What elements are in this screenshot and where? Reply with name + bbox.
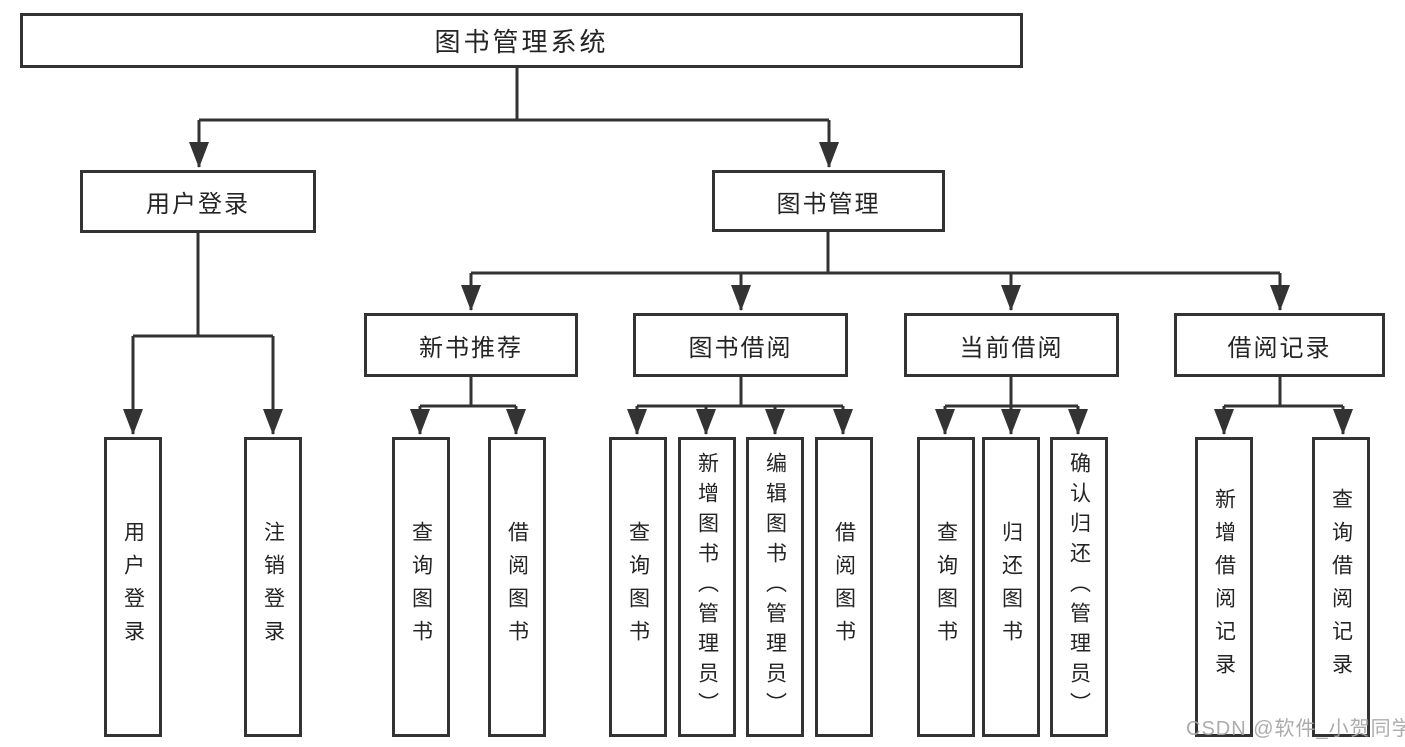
leaf-add-borrow-record-label: 新增借阅记录	[1212, 488, 1236, 686]
node-user-login-label: 用户登录	[146, 191, 250, 218]
leaf-query-books-1: 查询图书	[392, 437, 450, 737]
leaf-return-books-label: 归还图书	[999, 521, 1023, 653]
node-book-management-label: 图书管理	[776, 190, 881, 218]
leaf-confirm-return-admin: 确认归还（管理员）	[1050, 437, 1108, 737]
leaf-add-borrow-record: 新增借阅记录	[1195, 437, 1253, 737]
leaf-query-borrow-record: 查询借阅记录	[1312, 437, 1370, 737]
leaf-logout-label: 注销登录	[261, 521, 285, 653]
leaf-return-books: 归还图书	[982, 437, 1040, 737]
leaf-edit-books-admin-label: 编辑图书（管理员）	[763, 452, 787, 722]
leaf-query-borrow-record-label: 查询借阅记录	[1329, 488, 1353, 686]
node-current-borrow-label: 当前借阅	[959, 334, 1064, 362]
leaf-logout: 注销登录	[244, 437, 302, 737]
node-book-management: 图书管理	[712, 170, 945, 232]
leaf-user-login-label: 用户登录	[121, 521, 145, 653]
node-new-book-recommend: 新书推荐	[364, 313, 578, 377]
node-root-label: 图书管理系统	[434, 27, 609, 57]
node-current-borrow: 当前借阅	[904, 313, 1119, 377]
leaf-borrow-books-2-label: 借阅图书	[832, 521, 856, 653]
node-book-borrow: 图书借阅	[633, 313, 848, 377]
leaf-user-login: 用户登录	[104, 437, 162, 737]
leaf-query-books-2-label: 查询图书	[626, 521, 650, 653]
leaf-edit-books-admin: 编辑图书（管理员）	[746, 437, 804, 737]
leaf-borrow-books-1-label: 借阅图书	[505, 521, 529, 653]
node-book-borrow-label: 图书借阅	[688, 334, 793, 362]
leaf-borrow-books-2: 借阅图书	[815, 437, 873, 737]
leaf-borrow-books-1: 借阅图书	[488, 437, 546, 737]
leaf-query-books-3: 查询图书	[917, 437, 975, 737]
node-root: 图书管理系统	[20, 13, 1023, 68]
leaf-add-books-admin: 新增图书（管理员）	[678, 437, 736, 737]
leaf-query-books-2: 查询图书	[609, 437, 667, 737]
node-borrow-records: 借阅记录	[1174, 313, 1385, 377]
leaf-query-books-1-label: 查询图书	[409, 521, 433, 653]
leaf-confirm-return-admin-label: 确认归还（管理员）	[1067, 452, 1091, 722]
leaf-query-books-3-label: 查询图书	[934, 521, 958, 653]
leaf-add-books-admin-label: 新增图书（管理员）	[695, 452, 719, 722]
watermark: CSDN @软件_小贺同学	[1186, 718, 1405, 740]
node-new-book-recommend-label: 新书推荐	[419, 334, 523, 362]
node-borrow-records-label: 借阅记录	[1227, 334, 1332, 362]
node-user-login: 用户登录	[80, 170, 316, 233]
